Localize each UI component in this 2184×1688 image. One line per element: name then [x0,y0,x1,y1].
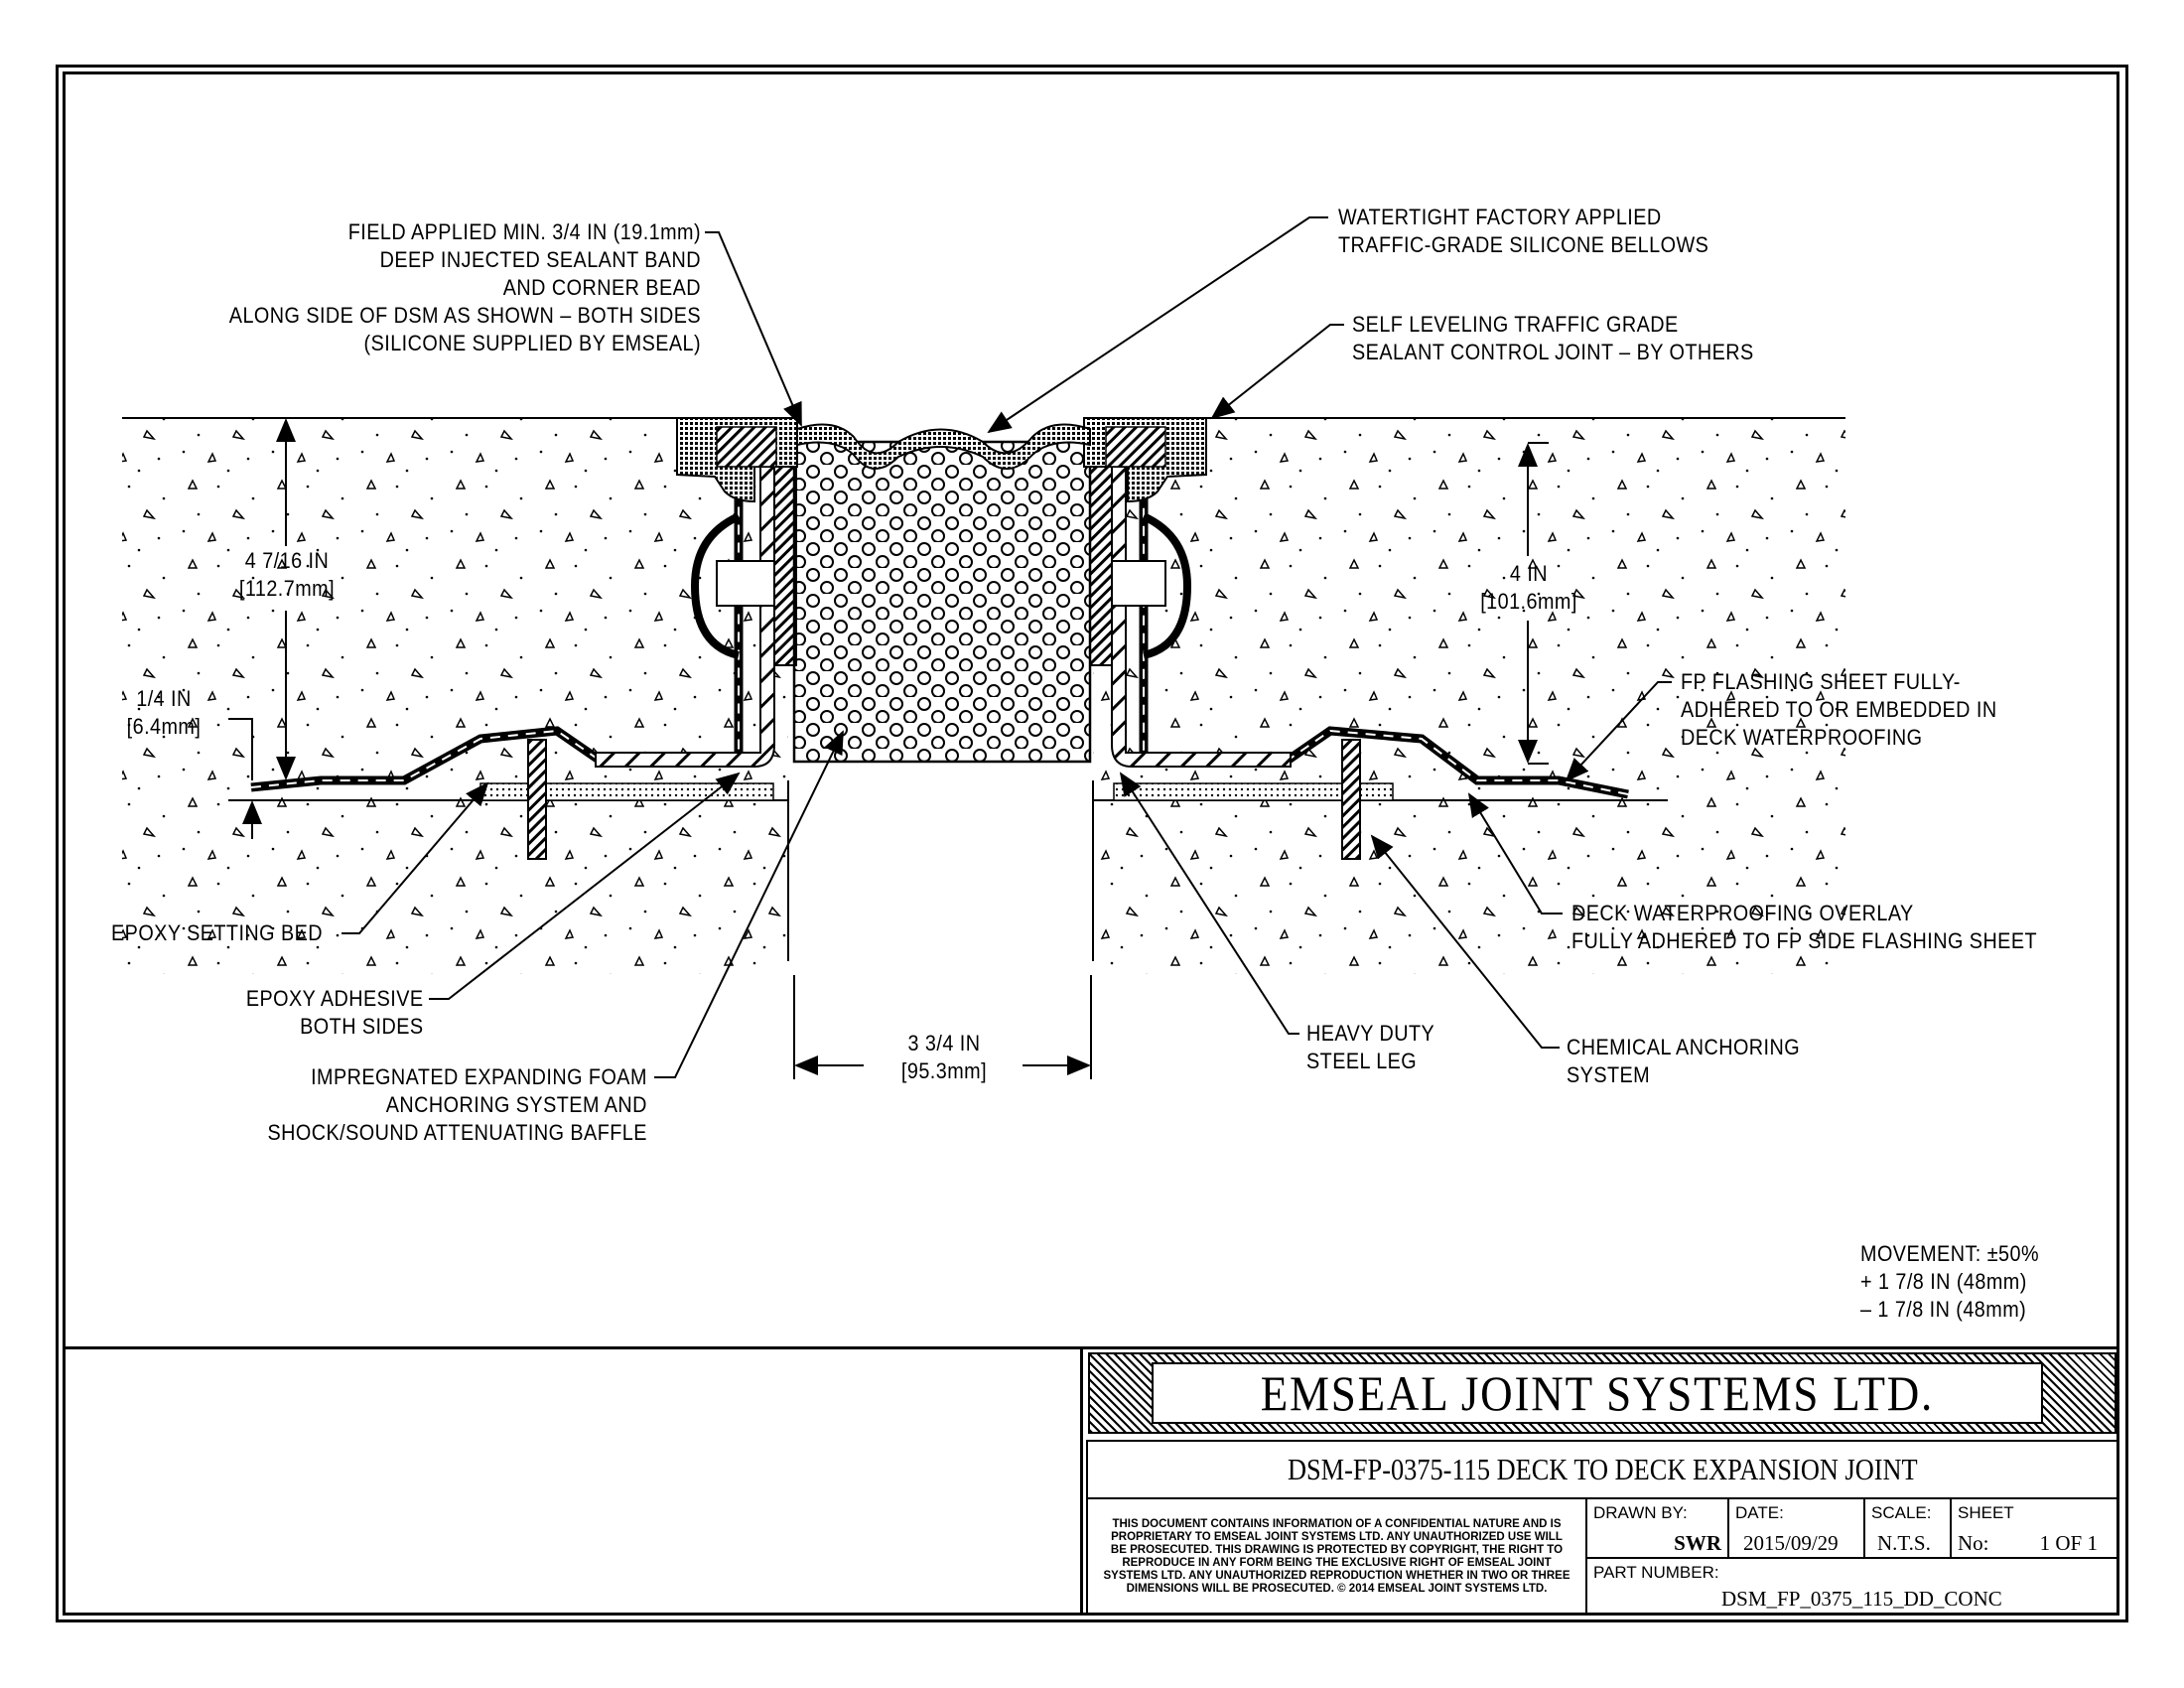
part-number-label: PART NUMBER: [1593,1563,1719,1582]
label-line: WATERTIGHT FACTORY APPLIED [1338,205,1662,229]
dimension-text: 1/4 IN [136,686,192,711]
label-line: FULLY ADHERED TO FP SIDE FLASHING SHEET [1571,928,2038,953]
label-line: (SILICONE SUPPLIED BY EMSEAL) [363,331,701,355]
company-name-box: EMSEAL JOINT SYSTEMS LTD. [1152,1362,2043,1424]
field-sealant-label: FIELD APPLIED MIN. 3/4 IN (19.1mm) DEEP … [229,218,701,357]
impregnated-foam [792,440,1092,764]
right-rail [1089,466,1113,666]
date-label: DATE: [1735,1503,1784,1522]
company-banner: EMSEAL JOINT SYSTEMS LTD. [1088,1352,2116,1434]
legal-line: PROPRIETARY TO EMSEAL JOINT SYSTEMS LTD.… [1111,1530,1563,1543]
epoxy-setting-bed-label: EPOXY SETTING BED [111,920,324,945]
scale-cell: SCALE: N.T.S. [1863,1497,1952,1559]
label-line: FIELD APPLIED MIN. 3/4 IN (19.1mm) [347,219,701,244]
label-line: SYSTEM [1567,1062,1651,1087]
legal-notice: THIS DOCUMENT CONTAINS INFORMATION OF A … [1086,1497,1587,1616]
movement-note: MOVEMENT: ±50% + 1 7/8 IN (48mm) – 1 7/8… [1860,1240,2039,1324]
movement-line: + 1 7/8 IN (48mm) [1860,1269,2027,1294]
left-concrete-slab [122,418,788,974]
gap-dimension: 3 3/4 IN [95.3mm] [873,1030,1016,1085]
date-value: 2015/09/29 [1743,1531,1839,1555]
label-line: ADHERED TO OR EMBEDDED IN [1681,697,1997,722]
left-epoxy-setting-bed [479,782,774,801]
left-depth-dimension: 4 7/16 IN [112.7mm] [215,547,358,603]
label-line: TRAFFIC-GRADE SILICONE BELLOWS [1338,232,1709,257]
label-line: IMPREGNATED EXPANDING FOAM [311,1064,647,1089]
sheet-cell: SHEET No: 1 OF 1 [1950,1497,2119,1559]
label-line: EPOXY ADHESIVE [246,986,424,1011]
label-line: ANCHORING SYSTEM AND [385,1092,647,1117]
right-epoxy-setting-bed [1113,782,1394,801]
legal-line: REPRODUCE IN ANY FORM BEING THE EXCLUSIV… [1122,1556,1552,1569]
flange-dimension: 1/4 IN [6.4mm] [106,685,222,741]
left-rail [773,466,797,666]
legal-line: BE PROSECUTED. THIS DRAWING IS PROTECTED… [1110,1543,1564,1556]
label-line: FP FLASHING SHEET FULLY- [1681,669,1961,694]
chemical-anchor-label: CHEMICAL ANCHORING SYSTEM [1567,1034,1800,1089]
drawn-by-label: DRAWN BY: [1593,1503,1688,1522]
deck-overlay-label: DECK WATERPROOFING OVERLAY FULLY ADHERED… [1571,900,2037,955]
bellows-label: WATERTIGHT FACTORY APPLIED TRAFFIC-GRADE… [1338,204,1708,259]
dimension-text: 4 7/16 IN [244,548,330,573]
sheet-value: 1 OF 1 [2039,1531,2098,1555]
sheet-no-label: No: [1958,1531,1989,1555]
date-cell: DATE: 2015/09/29 [1727,1497,1865,1559]
label-line: ALONG SIDE OF DSM AS SHOWN – BOTH SIDES [228,303,701,328]
legal-line: DIMENSIONS WILL BE PROSECUTED. © 2014 EM… [1126,1582,1548,1595]
label-line: SHOCK/SOUND ATTENUATING BAFFLE [267,1120,647,1145]
drawing-title: DSM-FP-0375-115 DECK TO DECK EXPANSION J… [1288,1452,1918,1486]
epoxy-adhesive-label: EPOXY ADHESIVE BOTH SIDES [246,985,424,1041]
title-block-divider [63,1346,2119,1349]
legal-line: SYSTEMS LTD. ANY UNAUTHORIZED REPRODUCTI… [1103,1569,1570,1582]
silicone-bellows [796,423,1091,470]
leader-lines [341,216,1672,1078]
blank-notes-box [1080,1346,1083,1616]
drawn-by-value: SWR [1674,1531,1721,1555]
sheet-label: SHEET [1958,1503,2014,1522]
movement-line: – 1 7/8 IN (48mm) [1860,1297,2027,1322]
drawn-by-cell: DRAWN BY: SWR [1585,1497,1729,1559]
company-name: EMSEAL JOINT SYSTEMS LTD. [1260,1365,1935,1421]
label-line: SEALANT CONTROL JOINT – BY OTHERS [1352,340,1754,364]
dimension-lines [228,418,1549,1079]
steel-leg-label: HEAVY DUTY STEEL LEG [1306,1020,1434,1075]
movement-line: MOVEMENT: ±50% [1860,1241,2040,1266]
label-line: HEAVY DUTY [1306,1021,1435,1046]
label-line: AND CORNER BEAD [502,275,701,300]
label-line: BOTH SIDES [300,1014,424,1039]
dimension-text: 3 3/4 IN [907,1031,981,1055]
self-leveling-label: SELF LEVELING TRAFFIC GRADE SEALANT CONT… [1352,311,1754,366]
scale-label: SCALE: [1871,1503,1932,1522]
foam-label: IMPREGNATED EXPANDING FOAM ANCHORING SYS… [268,1063,647,1147]
dimension-text: [101.6mm] [1480,589,1577,614]
label-line: SELF LEVELING TRAFFIC GRADE [1352,312,1679,337]
fp-flashing-label: FP FLASHING SHEET FULLY- ADHERED TO OR E… [1681,668,1997,752]
dimension-text: 4 IN [1509,561,1549,586]
dimension-text: [6.4mm] [126,714,202,739]
part-number-cell: PART NUMBER: DSM_FP_0375_115_DD_CONC [1585,1557,2119,1616]
scale-value: N.T.S. [1877,1531,1931,1555]
dimension-text: [112.7mm] [238,576,336,601]
label-line: DEEP INJECTED SEALANT BAND [379,247,701,272]
label-line: DECK WATERPROOFING [1681,725,1923,750]
drawing-title-cell: DSM-FP-0375-115 DECK TO DECK EXPANSION J… [1086,1440,2119,1499]
outer-border [56,65,2128,1622]
part-number-value: DSM_FP_0375_115_DD_CONC [1721,1587,2002,1611]
left-chemical-anchor [527,739,547,860]
label-line: STEEL LEG [1306,1049,1418,1073]
label-line: CHEMICAL ANCHORING [1567,1035,1801,1059]
label-line: DECK WATERPROOFING OVERLAY [1571,901,1914,925]
right-depth-dimension: 4 IN [101.6mm] [1457,560,1600,616]
legal-line: THIS DOCUMENT CONTAINS INFORMATION OF A … [1112,1517,1562,1530]
right-chemical-anchor [1341,739,1361,860]
right-concrete-slab [1093,418,1845,974]
dimension-text: [95.3mm] [900,1058,988,1083]
